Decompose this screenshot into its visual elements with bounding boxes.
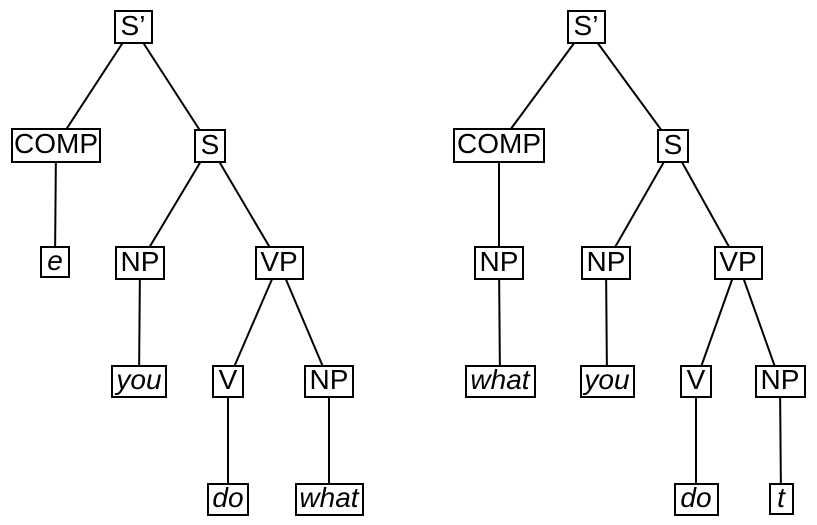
node-label: what <box>299 482 359 513</box>
node-label: S <box>200 129 220 160</box>
node-label: e <box>47 245 63 276</box>
tree-node-right-tree-t: t <box>768 482 794 515</box>
tree-edge-right-tree-sprime-s <box>585 26 674 147</box>
node-label: NP <box>586 246 626 277</box>
node-label: V <box>686 364 706 395</box>
tree-edge-right-tree-s-np2 <box>605 145 674 264</box>
tree-node-left-tree-v: V <box>212 364 244 398</box>
node-label: do <box>680 482 712 513</box>
tree-edge-left-tree-vp-np2 <box>278 262 330 382</box>
tree-edge-right-tree-vp-v <box>695 262 739 382</box>
tree-node-right-tree-np2: NP <box>581 246 631 280</box>
node-label: t <box>777 482 785 513</box>
tree-node-left-tree-s: S <box>194 129 226 163</box>
node-label: VP <box>260 246 298 277</box>
tree-node-left-tree-vp: VP <box>254 246 304 280</box>
node-label: S’ <box>573 10 599 41</box>
node-label: NP <box>120 246 160 277</box>
node-label: do <box>212 482 244 513</box>
tree-node-left-tree-e: e <box>40 246 70 278</box>
tree-node-left-tree-what: what <box>294 482 364 516</box>
tree-edge-left-tree-comp-e <box>54 144 57 263</box>
tree-node-left-tree-comp: COMP <box>11 127 101 163</box>
node-label: COMP <box>457 128 541 159</box>
node-label: V <box>218 364 238 395</box>
node-label: S’ <box>120 10 146 41</box>
node-label: VP <box>719 246 757 277</box>
tree-edge-left-tree-s-vp <box>209 145 280 264</box>
tree-node-right-tree-np1: NP <box>474 246 524 280</box>
tree-node-right-tree-you: you <box>579 364 635 398</box>
node-label: you <box>584 364 630 395</box>
tree-node-left-tree-do: do <box>207 482 249 516</box>
tree-node-right-tree-do: do <box>673 482 719 516</box>
tree-edge-right-tree-np1-what <box>498 262 501 382</box>
tree-edge-right-tree-np3-t <box>779 380 782 500</box>
tree-node-left-tree-you: you <box>111 364 167 398</box>
tree-edge-left-tree-sprime-s <box>132 26 211 147</box>
tree-node-right-tree-np3: NP <box>754 364 806 398</box>
tree-node-right-tree-s: S <box>657 129 689 163</box>
node-label: NP <box>760 364 800 395</box>
tree-node-right-tree-comp: COMP <box>453 127 545 163</box>
node-label: COMP <box>14 128 98 159</box>
node-label: NP <box>479 246 519 277</box>
tree-node-right-tree-sprime: S’ <box>566 10 606 44</box>
tree-node-left-tree-sprime: S’ <box>113 10 153 44</box>
tree-edge-left-tree-np1-you <box>138 262 141 382</box>
tree-node-right-tree-v: V <box>680 364 712 398</box>
tree-edge-left-tree-vp-v <box>227 262 280 382</box>
tree-node-right-tree-vp: VP <box>713 246 763 280</box>
node-label: S <box>663 129 683 160</box>
tree-edge-left-tree-s-np1 <box>139 145 211 264</box>
tree-edge-right-tree-np2-you <box>605 262 608 382</box>
tree-edge-right-tree-s-vp <box>672 145 739 264</box>
tree-node-left-tree-np2: NP <box>304 364 354 398</box>
node-label: what <box>470 364 530 395</box>
tree-node-right-tree-what: what <box>464 364 536 398</box>
tree-edge-right-tree-vp-np3 <box>737 262 781 382</box>
tree-node-left-tree-np1: NP <box>115 246 165 280</box>
node-label: you <box>116 364 162 395</box>
tree-edge-left-tree-sprime-comp <box>55 26 134 146</box>
tree-edge-right-tree-sprime-comp <box>498 26 587 146</box>
node-label: NP <box>309 364 349 395</box>
